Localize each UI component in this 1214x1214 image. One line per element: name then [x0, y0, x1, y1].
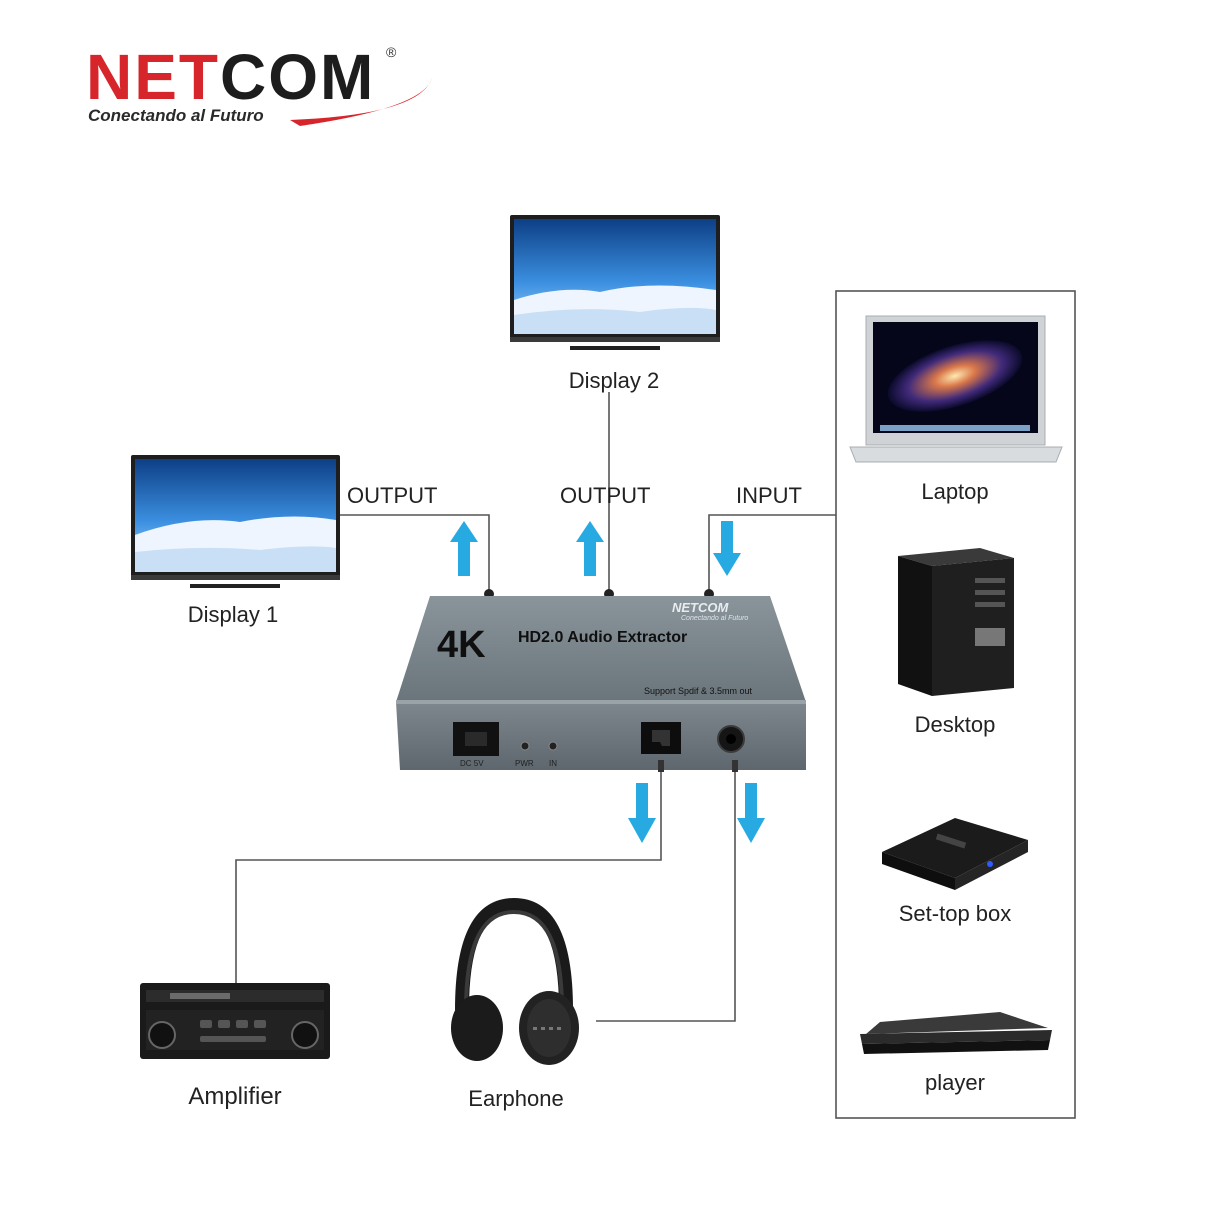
player-label: player [925, 1070, 985, 1095]
output-label-2: OUTPUT [560, 483, 651, 508]
source-panel-border [835, 290, 1076, 1119]
logo-dark-text: COM [220, 41, 376, 113]
arrow-up-1 [450, 521, 478, 576]
netcom-logo: NETCOM [86, 40, 375, 114]
desktop-device [898, 548, 1014, 696]
arrow-up-2 [576, 521, 604, 576]
output-label-1: OUTPUT [347, 483, 438, 508]
line-earphone [596, 770, 736, 1022]
display-2-tv [510, 215, 720, 350]
extractor-brand: NETCOM [672, 600, 729, 615]
settop-label: Set-top box [898, 901, 1012, 926]
arrow-down-amp [628, 783, 656, 843]
dc-label: DC 5V [460, 759, 484, 768]
arrow-down-ear [737, 783, 765, 843]
line-amplifier [235, 770, 662, 985]
display-2-label: Display 2 [568, 368, 660, 393]
line-display1 [340, 514, 490, 594]
registered-mark: ® [386, 44, 397, 60]
extractor-brand-sub: Conectando al Futuro [681, 615, 749, 622]
desktop-label: Desktop [914, 712, 996, 737]
input-label: INPUT [736, 483, 802, 508]
in-label: IN [549, 759, 557, 768]
connection-lines [235, 392, 836, 1022]
settop-device [882, 818, 1028, 890]
laptop-device [849, 315, 1063, 463]
display-1-label: Display 1 [187, 602, 279, 627]
line-input [708, 514, 836, 594]
arrow-down-input [713, 521, 741, 576]
display-1-tv [131, 455, 340, 588]
logo-red-text: NET [86, 41, 220, 113]
extractor-support: Support Spdif & 3.5mm out [644, 686, 753, 696]
logo-tagline: Conectando al Futuro [88, 106, 264, 125]
extractor-title: HD2.0 Audio Extractor [518, 629, 688, 646]
earphone-device [451, 897, 579, 1065]
laptop-label: Laptop [921, 479, 989, 504]
extractor-4k: 4K [437, 624, 486, 666]
pwr-label: PWR [515, 759, 534, 768]
arrows [450, 521, 765, 843]
logo-swoosh [290, 78, 432, 126]
earphone-label: Earphone [468, 1086, 564, 1111]
player-device [860, 1012, 1052, 1054]
amplifier-device [140, 983, 330, 1059]
audio-extractor-device [396, 596, 806, 772]
amplifier-label: Amplifier [188, 1083, 282, 1110]
